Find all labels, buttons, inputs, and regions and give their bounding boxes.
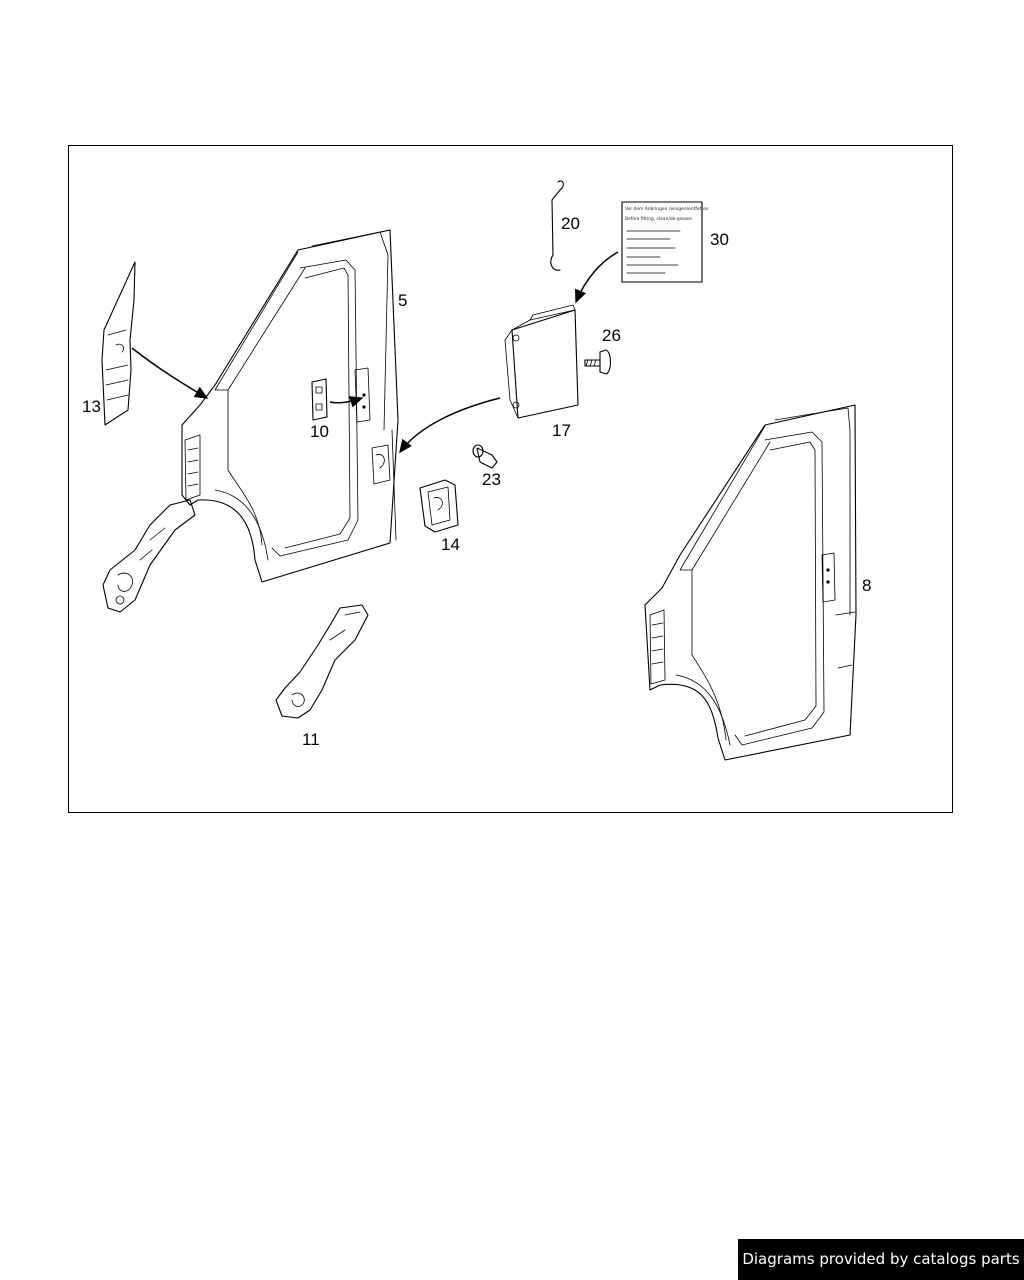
callout-11: 11 xyxy=(302,730,320,749)
part-30-label[interactable]: Vor dem Anbringen reinigen/entfetten Bef… xyxy=(621,201,709,283)
part-13-pillar-panel[interactable] xyxy=(101,261,136,426)
callout-10: 10 xyxy=(310,422,329,441)
part-5-wheel-arch-inner[interactable] xyxy=(102,499,196,613)
callout-20: 20 xyxy=(561,214,580,233)
part-23-plug[interactable] xyxy=(472,444,498,469)
callout-14: 14 xyxy=(441,535,460,554)
label-line-2: Before fitting, clean/de-grease xyxy=(625,216,692,222)
callout-26: 26 xyxy=(602,326,621,345)
callout-13: 13 xyxy=(82,397,101,416)
diagram-frame xyxy=(68,145,953,813)
part-20-wire-clip[interactable] xyxy=(550,180,564,271)
callout-labels: 5 8 10 11 13 14 17 20 23 26 30 xyxy=(82,214,871,749)
part-17-cover[interactable] xyxy=(504,304,579,419)
callout-8: 8 xyxy=(862,576,871,595)
footer-credit-badge: Diagrams provided by catalogs parts xyxy=(738,1239,1024,1280)
assembly-arrows xyxy=(131,251,619,454)
label-line-1: Vor dem Anbringen reinigen/entfetten xyxy=(625,206,709,212)
part-8-side-panel[interactable] xyxy=(644,404,857,761)
part-10-bracket[interactable] xyxy=(311,378,328,421)
part-5-side-panel[interactable] xyxy=(181,229,399,583)
callout-5: 5 xyxy=(398,291,407,310)
callout-23: 23 xyxy=(482,470,501,489)
part-26-screw[interactable] xyxy=(584,349,612,375)
part-11-wheel-arch[interactable] xyxy=(275,604,369,719)
callout-17: 17 xyxy=(552,421,571,440)
callout-30: 30 xyxy=(710,230,729,249)
part-14-handle-recess[interactable] xyxy=(419,479,459,533)
